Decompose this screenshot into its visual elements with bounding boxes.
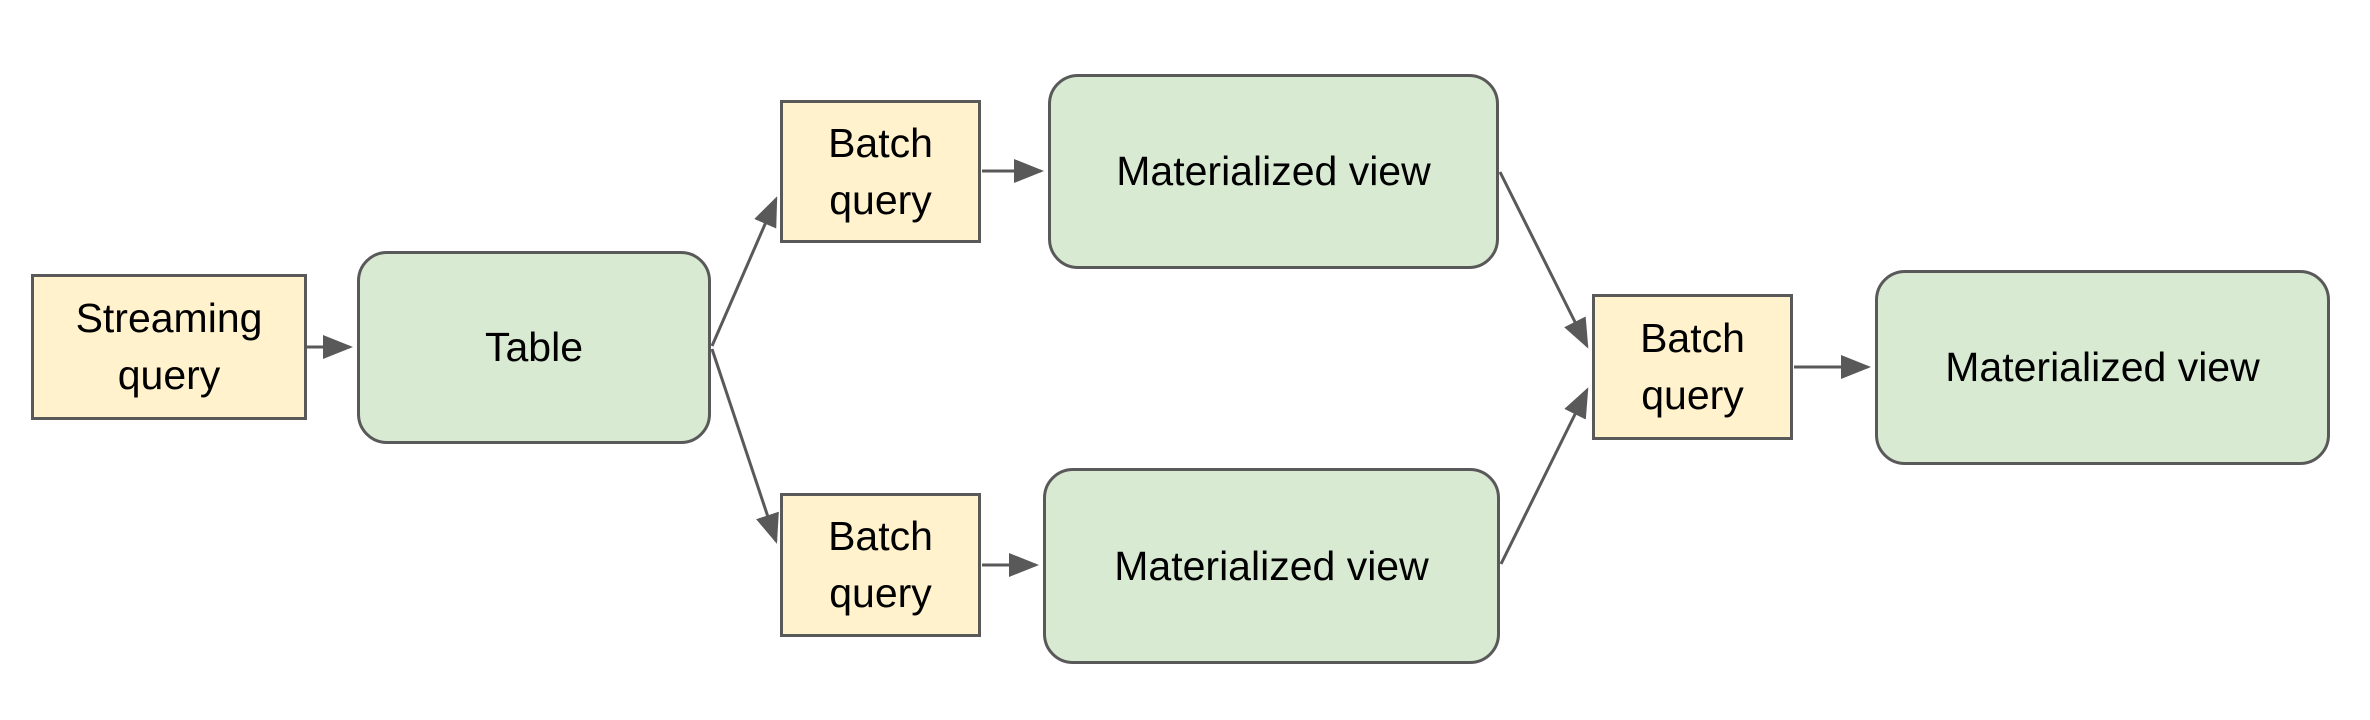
edge-table-to-batch-query-top [710,196,778,347]
edge-table-to-batch-query-bottom [710,348,779,544]
node-materialized-view-bottom-label: Materialized view [1114,542,1429,589]
edge-mv-bottom-to-batch-query-right [1499,387,1589,565]
node-streaming-query: Streaming query [31,274,307,420]
node-materialized-view-final-label: Materialized view [1945,344,2260,391]
edge-mv-top-to-batch-query-right [1498,171,1589,349]
node-materialized-view-top-label: Materialized view [1116,148,1431,195]
node-streaming-query-label: Streaming query [75,295,263,398]
node-batch-query-top: Batch query [780,100,981,243]
node-batch-query-right-label: Batch query [1640,315,1745,418]
node-materialized-view-bottom: Materialized view [1043,468,1500,664]
node-materialized-view-final: Materialized view [1875,270,2330,465]
node-table-label: Table [484,324,583,371]
node-batch-query-top-label: Batch query [828,119,933,223]
node-batch-query-bottom: Batch query [780,493,981,637]
node-materialized-view-top: Materialized view [1048,74,1499,269]
node-batch-query-bottom-label: Batch query [828,513,933,616]
node-batch-query-right: Batch query [1592,294,1793,440]
node-table: Table [357,251,711,444]
